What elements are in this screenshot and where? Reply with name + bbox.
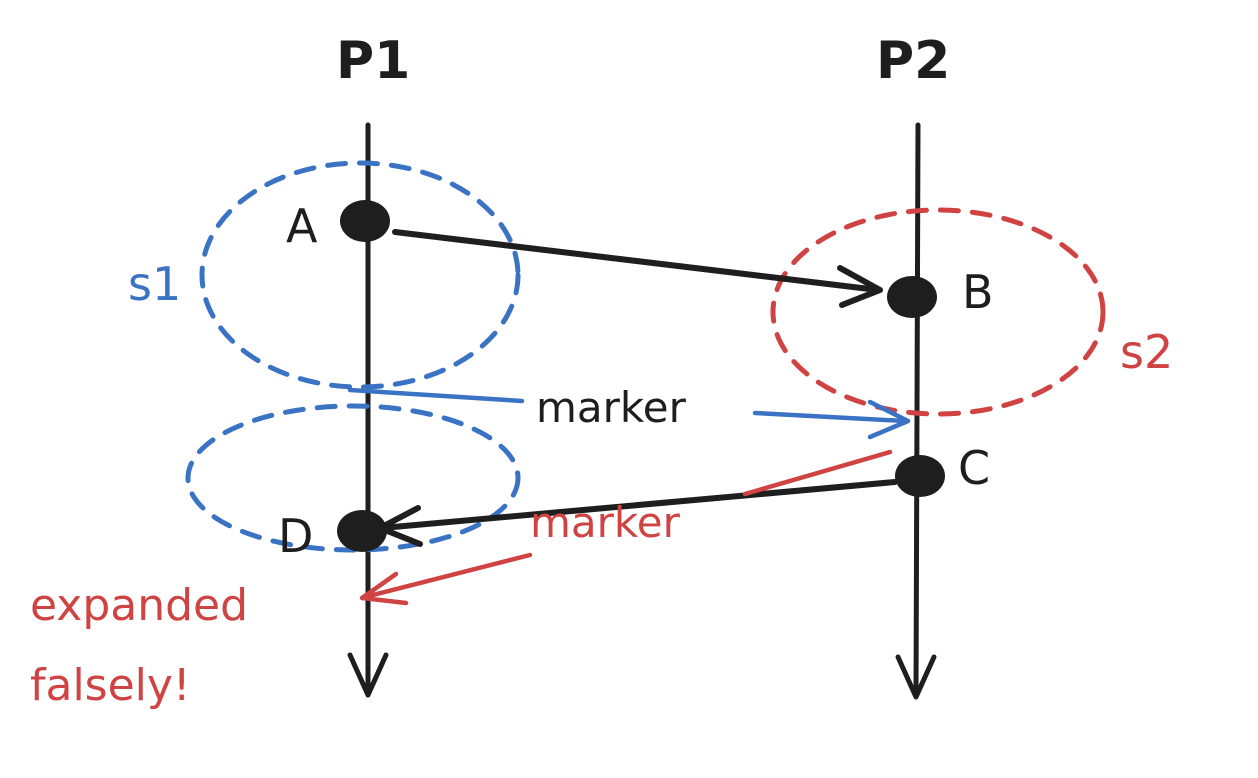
event-dot-a bbox=[340, 200, 390, 242]
process-label-p1: P1 bbox=[336, 31, 410, 91]
marker-label-red: marker bbox=[530, 498, 681, 547]
event-dot-c bbox=[895, 455, 945, 497]
snapshot-label-s1: s1 bbox=[128, 257, 181, 311]
message-a-to-b bbox=[392, 229, 883, 308]
event-label-c: C bbox=[958, 441, 990, 495]
event-label-d: D bbox=[278, 509, 313, 563]
process-label-p2: P2 bbox=[876, 31, 950, 91]
annotation-line-2: falsely! bbox=[30, 660, 191, 711]
marker-label-blue: marker bbox=[536, 383, 687, 432]
event-dot-d bbox=[337, 510, 387, 552]
event-label-a: A bbox=[286, 199, 318, 253]
lifeline-p2 bbox=[895, 122, 937, 700]
event-label-b: B bbox=[962, 265, 994, 319]
snapshot-label-s2: s2 bbox=[1120, 325, 1173, 379]
annotation-line-1: expanded bbox=[30, 580, 248, 631]
event-dot-b bbox=[887, 276, 937, 318]
snapshot-s2-ellipse bbox=[770, 207, 1106, 417]
marker-arrow-blue bbox=[347, 387, 911, 440]
marker-arrow-red bbox=[359, 449, 893, 606]
snapshot-s1-ellipse bbox=[199, 160, 521, 390]
